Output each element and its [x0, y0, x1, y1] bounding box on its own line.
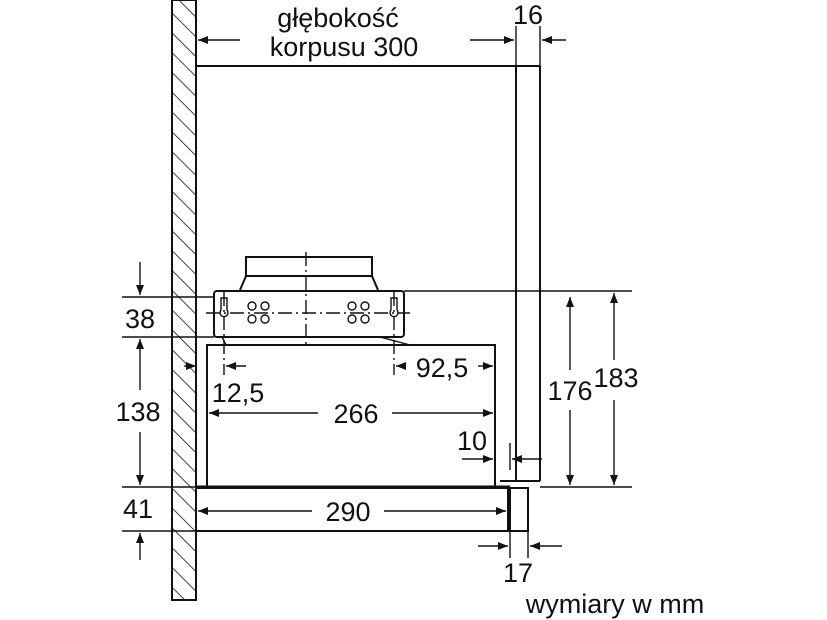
label-depth-line1: głębokość — [277, 3, 399, 33]
label-dim-92-5: 92,5 — [416, 353, 469, 383]
front-panel — [509, 487, 529, 532]
keyhole-slots — [219, 297, 399, 324]
label-dim-12-5: 12,5 — [212, 378, 265, 408]
dimension-arrows — [136, 36, 618, 560]
fan-motor — [206, 252, 411, 375]
label-dim-16: 16 — [513, 0, 543, 30]
label-dim-38: 38 — [125, 304, 155, 334]
label-dim-183: 183 — [593, 363, 638, 393]
units-note: wymiary w mm — [525, 589, 704, 619]
label-dim-10: 10 — [457, 426, 487, 456]
label-dim-17: 17 — [503, 558, 533, 588]
hood-body — [195, 344, 529, 532]
label-dim-138: 138 — [115, 397, 160, 427]
wall — [171, 0, 197, 601]
label-dim-266: 266 — [333, 399, 378, 429]
cabinet-outline — [196, 65, 541, 482]
label-dim-290: 290 — [325, 497, 370, 527]
label-dim-41: 41 — [123, 494, 153, 524]
extension-lines — [122, 26, 632, 558]
label-dim-176: 176 — [547, 376, 592, 406]
label-depth-line2: korpusu 300 — [270, 32, 419, 62]
